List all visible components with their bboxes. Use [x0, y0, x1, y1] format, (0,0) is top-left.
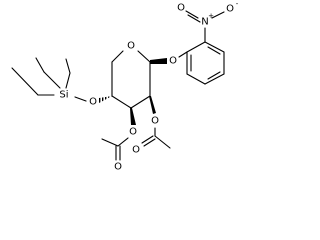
nitrophenyl-ring: [186, 41, 225, 85]
bond-acetyl2-methyl: [154, 135, 171, 149]
bond-acetyl2-co-b: [143, 138, 156, 147]
atom-acetate2-carbonyl-oxygen: O: [132, 145, 140, 156]
aryl-bond-2: [204, 41, 225, 53]
bond-glyco-o-aryl: [178, 51, 188, 58]
wedge-bond-c1-o: [150, 58, 167, 64]
pyranose-ring: [111, 50, 151, 109]
bond-o-si: [74, 96, 87, 102]
bond-c3-c4: [111, 95, 132, 109]
aryl-double-2: [207, 71, 221, 80]
atom-acetate2-ester-oxygen: O: [151, 116, 159, 127]
aryl-bond-4: [204, 73, 225, 85]
atom-silyl-ether-oxygen: O: [89, 97, 97, 108]
bond-si-ethyl1-a: [65, 72, 71, 89]
atom-glycosidic-oxygen: O: [169, 56, 177, 67]
atom-silicon: Si: [59, 90, 68, 101]
charge-nitro-oxygen: -: [236, 0, 239, 8]
wedge-bond-c2-o: [149, 96, 156, 114]
bond-si-ethyl2-b: [35, 57, 45, 73]
atom-acetate3-carbonyl-oxygen: O: [114, 162, 122, 173]
bond-c2-c3: [130, 95, 151, 109]
bond-si-ethyl2-a: [43, 71, 61, 89]
bond-ring-o-c1: [137, 50, 151, 63]
aryl-double-1: [207, 46, 221, 55]
aryl-bond-1: [186, 41, 206, 53]
bond-o-acetyl3: [117, 137, 129, 147]
atom-ring-oxygen: O: [127, 41, 135, 52]
atom-nitro-nitrogen: N: [201, 17, 208, 28]
structural-formula: O O O Si O O O O N + O O -: [11, 0, 239, 173]
bond-si-ethyl1-b: [65, 58, 71, 74]
bond-n-o-single: [211, 11, 225, 19]
bond-acetyl2-co-a: [141, 135, 154, 144]
atom-nitro-oxygen-double: O: [177, 3, 185, 14]
bond-n-o-double-a: [185, 10, 199, 19]
bond-acetyl3-methyl: [101, 138, 119, 147]
charge-nitro-nitrogen: +: [208, 12, 214, 20]
aryl-bond-5: [186, 73, 206, 85]
bond-si-ethyl3-b: [11, 67, 39, 96]
bond-n-o-double-b: [187, 14, 201, 23]
atom-nitro-oxygen-single: O: [226, 4, 234, 15]
hashed-bond-c4-o: [99, 96, 112, 103]
wedge-bond-c3-o: [130, 108, 136, 125]
atom-acetate3-ester-oxygen: O: [129, 127, 137, 138]
bond-c5-ring-o: [111, 50, 124, 63]
